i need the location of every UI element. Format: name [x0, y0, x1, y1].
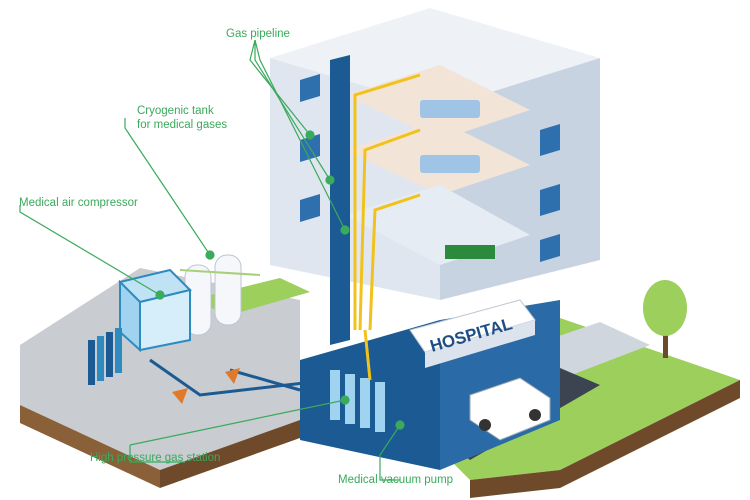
pressure-regulators	[172, 368, 240, 404]
gas-station-label: High pressure gas station	[90, 452, 221, 464]
cryogenic-tank-label-line1: Cryogenic tank	[137, 105, 214, 117]
gas-pipeline-label: Gas pipeline	[226, 28, 290, 40]
tree	[643, 280, 687, 358]
vacuum-pump-label: Medical vacuum pump	[338, 474, 454, 486]
ambulance	[469, 377, 551, 441]
hospital-entrance	[409, 299, 536, 368]
cryogenic-tanks	[179, 254, 261, 336]
cryogenic-tank-label-line2: for medical gases	[137, 119, 228, 131]
air-compressor	[118, 268, 192, 353]
air-compressor-label: Medical air compressor	[19, 197, 138, 209]
gas-cylinders	[88, 328, 122, 385]
supply-lines	[149, 73, 421, 397]
leader-lines	[19, 39, 405, 481]
